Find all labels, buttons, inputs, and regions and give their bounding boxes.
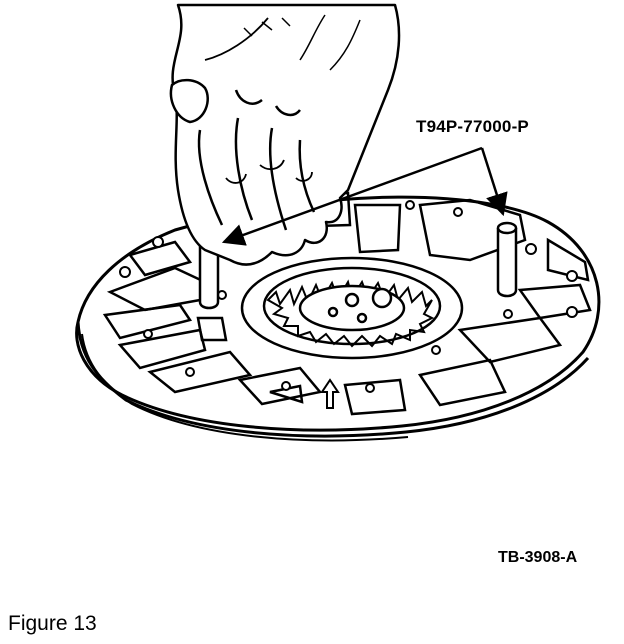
tool-callout-label: T94P-77000-P	[416, 117, 529, 136]
figure-caption: Figure 13	[8, 612, 97, 635]
alignment-pin-left	[196, 233, 228, 342]
alignment-pin-right	[496, 221, 518, 298]
technician-hand	[169, 3, 401, 266]
plate-holes	[119, 187, 578, 393]
callout-leaders	[221, 146, 508, 246]
pump-gear	[240, 256, 464, 360]
direction-arrow-icon	[320, 378, 340, 409]
reference-code: TB-3908-A	[498, 549, 578, 566]
